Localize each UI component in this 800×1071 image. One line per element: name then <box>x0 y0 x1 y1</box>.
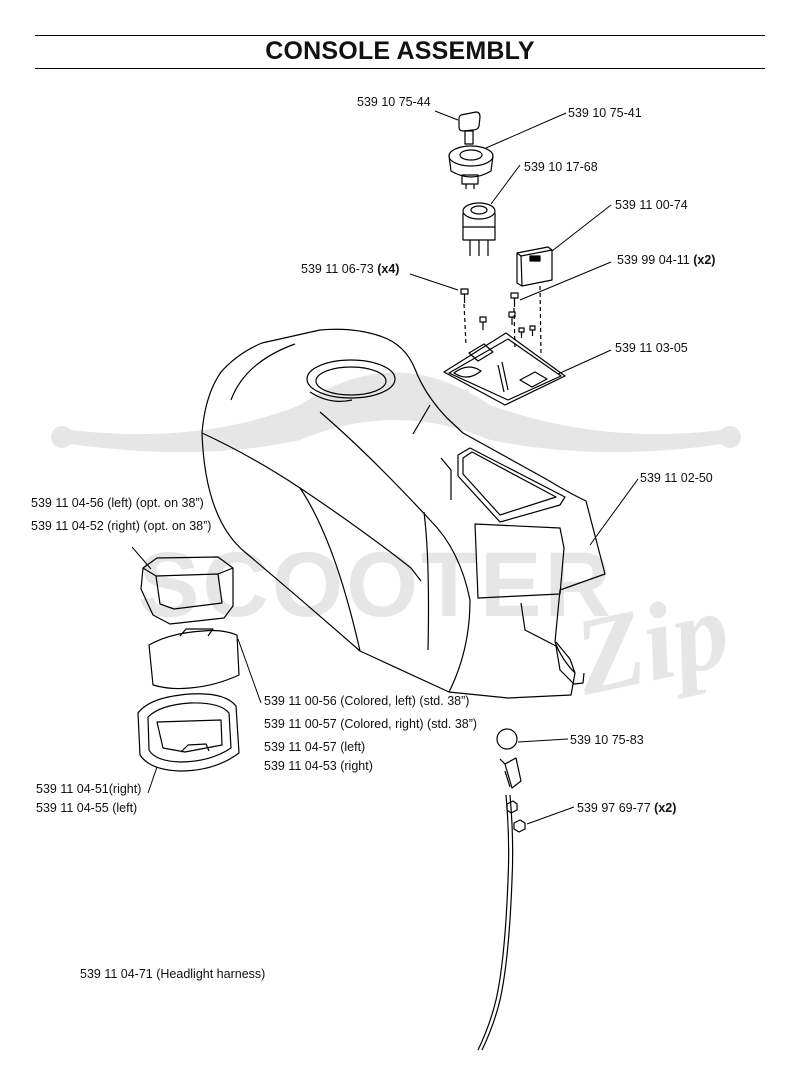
callout-screw-a-qty: (x4) <box>377 262 400 276</box>
callout-harness: 539 11 04-71 (Headlight harness) <box>80 967 266 981</box>
key-part <box>458 111 481 145</box>
knob-bracket-part <box>496 728 522 789</box>
callout-cover-2: 539 11 00-57 (Colored, right) (std. 38”) <box>264 717 478 731</box>
callout-key: 539 10 75-44 <box>357 95 431 109</box>
title-rule-bottom <box>35 68 765 69</box>
callout-cover-3: 539 11 04-57 (left) <box>264 740 366 754</box>
callout-screw-a-part: 539 11 06-73 <box>301 262 374 276</box>
callout-nut-qty: (x2) <box>654 801 677 815</box>
callout-screw-a: 539 11 06-73 (x4) <box>301 262 399 277</box>
callout-bezel-left: 539 11 04-55 (left) <box>36 801 138 815</box>
alignment-lines <box>463 285 542 356</box>
console-body-part <box>201 328 606 699</box>
title-rule-top <box>35 35 765 36</box>
nuts-part <box>506 800 526 833</box>
callout-cover-1: 539 11 00-56 (Colored, left) (std. 38”) <box>264 694 470 708</box>
socket-part <box>516 246 553 287</box>
leader-lines <box>131 110 639 825</box>
callout-plate: 539 11 03-05 <box>615 341 688 355</box>
callout-lens-right: 539 11 04-52 (right) (opt. on 38”) <box>31 519 212 533</box>
callout-console: 539 11 02-50 <box>640 471 713 485</box>
callout-screw-b-part: 539 99 04-11 <box>617 253 690 267</box>
callout-pto-switch: 539 10 17-68 <box>524 160 598 174</box>
watermark: SCOOTER Zip <box>51 372 741 719</box>
screws <box>460 288 536 338</box>
callout-lens-left: 539 11 04-56 (left) (opt. on 38”) <box>31 496 204 510</box>
callout-cover-4: 539 11 04-53 (right) <box>264 759 373 773</box>
headlight-cover-part <box>148 628 240 690</box>
callout-bezel-right: 539 11 04-51(right) <box>36 782 142 796</box>
watermark-text: SCOOTER <box>138 534 614 636</box>
ignition-switch-part <box>448 145 494 189</box>
callout-ignition-switch: 539 10 75-41 <box>568 106 642 120</box>
callout-nut: 539 97 69-77 (x2) <box>577 801 676 816</box>
headlight-harness-cable <box>477 794 514 1051</box>
callout-knob: 539 10 75-83 <box>570 733 644 747</box>
callout-screw-b: 539 99 04-11 (x2) <box>617 253 715 268</box>
pto-switch-part <box>462 202 496 256</box>
callout-screw-b-qty: (x2) <box>693 253 716 267</box>
mounting-plate-part <box>443 332 566 406</box>
page-title: CONSOLE ASSEMBLY <box>265 37 535 65</box>
callout-nut-part: 539 97 69-77 <box>577 801 651 815</box>
callout-socket: 539 11 00-74 <box>615 198 688 212</box>
headlight-lens-part <box>140 556 234 625</box>
headlight-bezel-part <box>137 693 240 772</box>
